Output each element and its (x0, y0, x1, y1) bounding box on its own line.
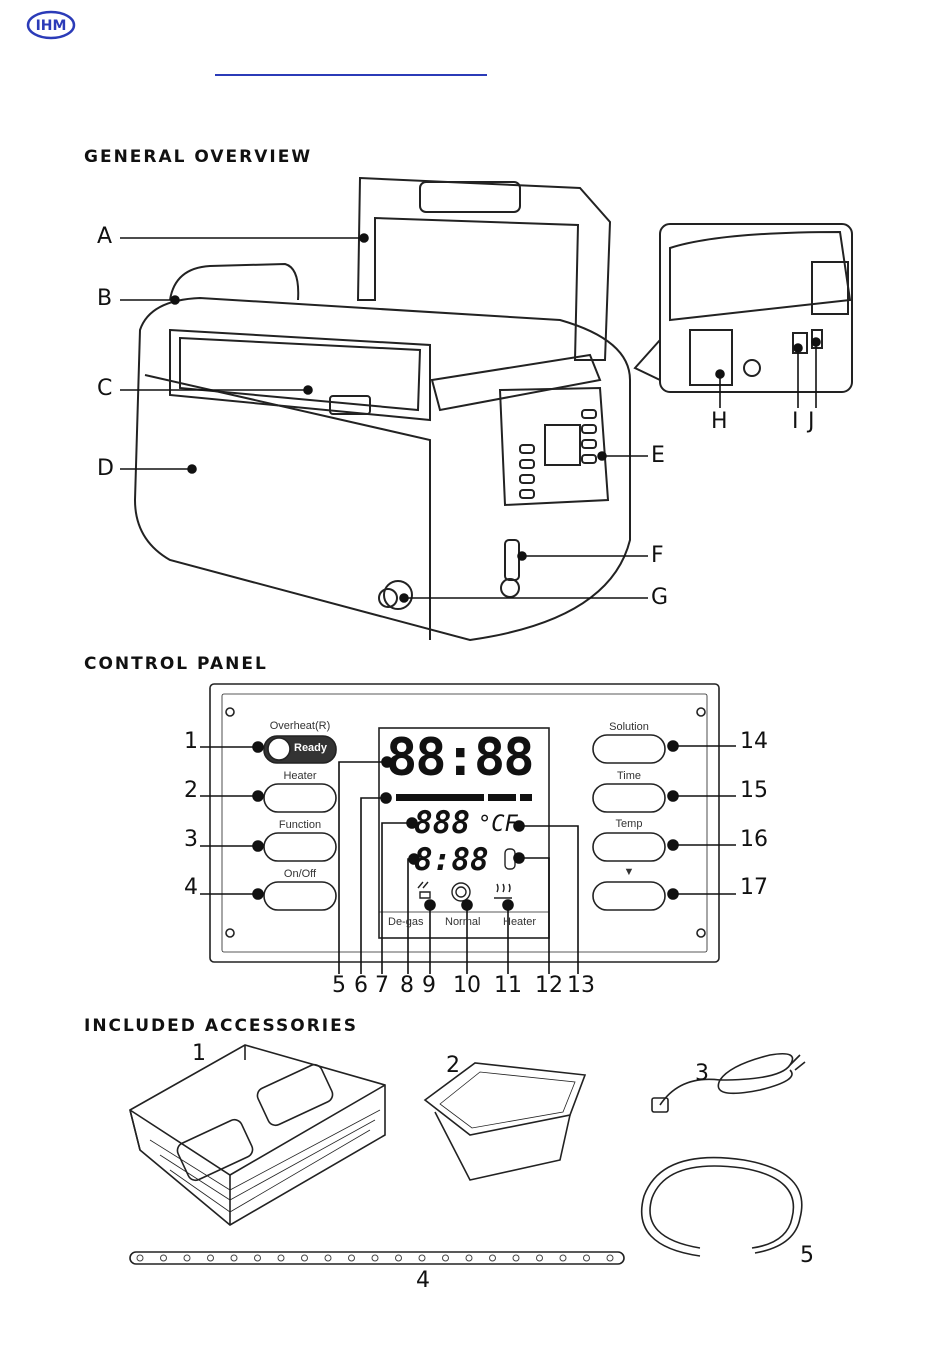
strip-hole (208, 1255, 214, 1261)
strip-hole (490, 1255, 496, 1261)
accessory-number-5: 5 (800, 1245, 814, 1267)
accessory-number-3: 3 (695, 1063, 709, 1085)
strip-hole (349, 1255, 355, 1261)
strip-hole (466, 1255, 472, 1261)
strip-hole (161, 1255, 167, 1261)
power-cord-drawing (660, 1054, 793, 1105)
strip-hole (302, 1255, 308, 1261)
accessory-number-1: 1 (192, 1043, 206, 1065)
strip-hole (607, 1255, 613, 1261)
strip-hole (137, 1255, 143, 1261)
strip-hole (396, 1255, 402, 1261)
strip-hole (513, 1255, 519, 1261)
strip-hole (537, 1255, 543, 1261)
strip-hole (325, 1255, 331, 1261)
strip-drawing (130, 1252, 624, 1264)
strip-hole (372, 1255, 378, 1261)
accessory-number-4: 4 (416, 1270, 430, 1292)
hose-drawing (650, 1166, 793, 1248)
strip-hole (184, 1255, 190, 1261)
strip-hole (584, 1255, 590, 1261)
strip-hole (231, 1255, 237, 1261)
strip-hole (419, 1255, 425, 1261)
strip-hole (278, 1255, 284, 1261)
strip-hole (255, 1255, 261, 1261)
strip-hole (560, 1255, 566, 1261)
strip-hole (443, 1255, 449, 1261)
accessory-number-2: 2 (446, 1055, 460, 1077)
